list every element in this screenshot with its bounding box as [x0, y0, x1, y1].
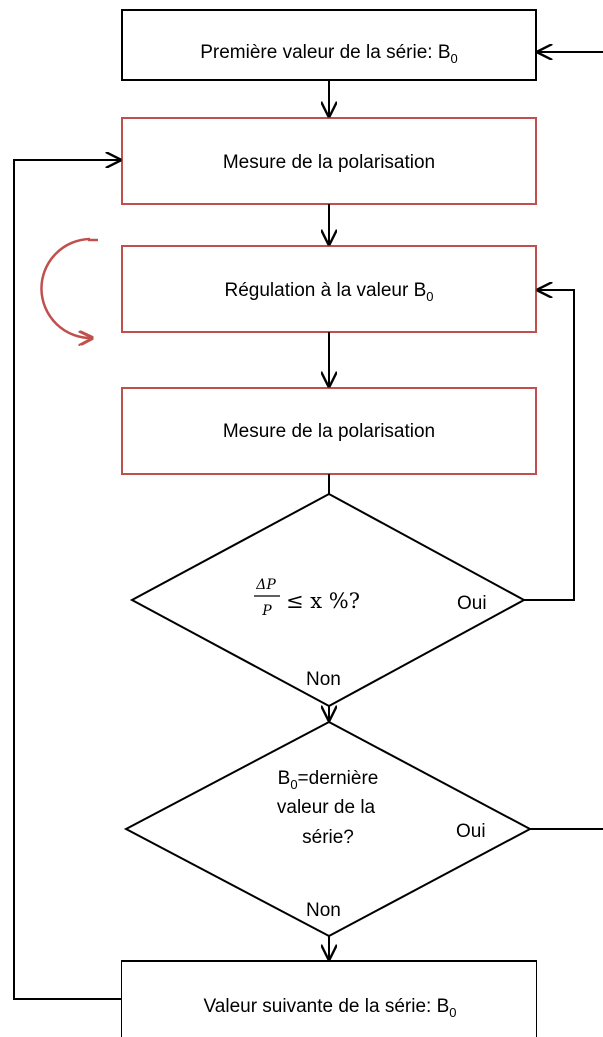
- regulation-loop-icon: [40, 237, 98, 338]
- start-box: Première valeur de la série: B0: [121, 9, 537, 81]
- measure-box-1-label: Mesure de la polarisation: [223, 152, 435, 173]
- measure-box-2-label: Mesure de la polarisation: [223, 421, 435, 442]
- decision-2-line-3: série?: [302, 827, 354, 848]
- fraction-numerator: ΔP: [255, 577, 276, 593]
- regulation-box-label: Régulation à la valeur B0: [225, 280, 434, 304]
- measure-box-1: Mesure de la polarisation: [121, 117, 537, 205]
- start-box-label: Première valeur de la série: B0: [200, 42, 458, 66]
- decision-diamond-1: ΔP P ≤ x %? Oui Non: [129, 492, 527, 708]
- measure-box-2: Mesure de la polarisation: [121, 387, 537, 475]
- arrow-yes-back-to-regulation: [524, 290, 575, 601]
- decision-2-yes-label: Oui: [456, 821, 486, 842]
- next-box-label: Valeur suivante de la série: B0: [204, 996, 457, 1020]
- decision-2-line-1: B0=dernière: [278, 768, 379, 792]
- decision-diamond-2: B0=dernière valeur de la série? Oui Non: [123, 720, 533, 938]
- regulation-box: Régulation à la valeur B0: [121, 245, 537, 333]
- arrow-next-back-to-measure: [13, 160, 122, 1000]
- fraction-denominator: P: [261, 603, 272, 619]
- condition-text: ≤ x %?: [286, 589, 360, 613]
- decision-1-yes-label: Oui: [457, 593, 487, 614]
- decision-1-no-label: Non: [306, 669, 341, 690]
- decision-2-line-2: valeur de la: [277, 797, 376, 818]
- decision-2-no-label: Non: [306, 900, 341, 921]
- next-box: Valeur suivante de la série: B0: [121, 960, 537, 1037]
